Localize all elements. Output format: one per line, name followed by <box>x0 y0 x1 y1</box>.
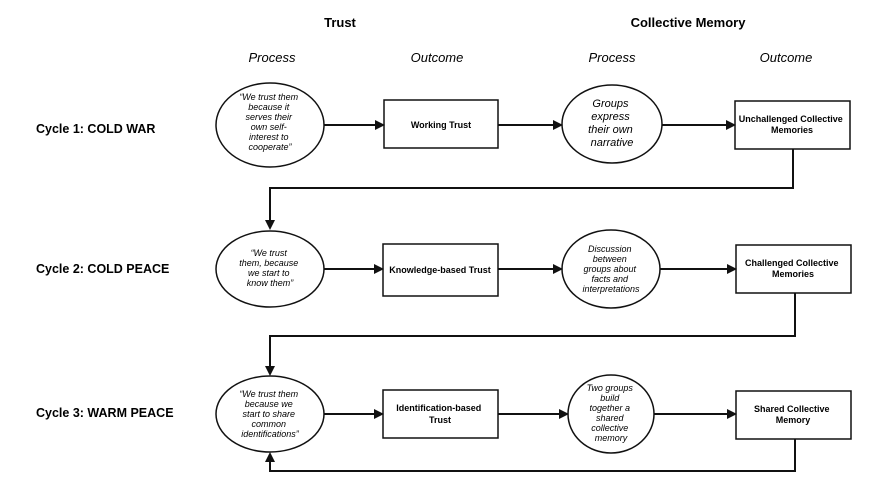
cycle-3-trust-process-text: “We trust them because we start to share… <box>239 389 300 439</box>
text-line: Two groups <box>587 383 634 393</box>
cycle-2-memory-outcome-text: Challenged Collective Memories <box>745 258 841 279</box>
cycle-3-memory-outcome-box <box>735 390 852 440</box>
text-line: know them” <box>247 278 295 288</box>
subheader-trust-outcome: Outcome <box>411 50 464 65</box>
text-line: Shared Collective <box>754 404 830 414</box>
text-line: we start to <box>248 268 290 278</box>
cycle-2-trust-process-text: “We trust them, because we start to know… <box>239 248 301 288</box>
text-line: memory <box>595 433 628 443</box>
text-line: Memory <box>776 415 811 425</box>
text-line: facts and <box>591 274 629 284</box>
text-line: start to share <box>242 409 295 419</box>
cycle-2-memory-process-text: Discussion between groups about facts an… <box>582 244 640 294</box>
cycle-3-memory-process-text: Two groups build together a shared colle… <box>587 383 636 443</box>
arrow-cycle-2-to-cycle-3 <box>265 293 796 376</box>
text-line: cooperate” <box>248 142 292 152</box>
cycle-1-label: Cycle 1: COLD WAR <box>36 122 155 136</box>
text-line: serves their <box>245 112 293 122</box>
text-line: “We trust them <box>239 389 298 399</box>
arrow-cycle-1-to-cycle-2 <box>265 149 794 230</box>
subheader-trust-process: Process <box>249 50 296 65</box>
text-line: Challenged Collective <box>745 258 839 268</box>
text-line: because we <box>245 399 293 409</box>
cycle-3-memory-outcome-text: Shared Collective Memory <box>754 404 832 425</box>
text-line: own self- <box>251 122 287 132</box>
text-line: identifications” <box>241 429 300 439</box>
header-trust: Trust <box>324 15 356 30</box>
text-line: “We trust <box>251 248 288 258</box>
cycle-2-memory-outcome-box <box>735 244 852 294</box>
text-line: shared <box>596 413 625 423</box>
cycle-2-label: Cycle 2: COLD PEACE <box>36 262 169 276</box>
text-line: Knowledge-based Trust <box>389 265 491 275</box>
text-line: them, because <box>239 258 298 268</box>
cycle-2-trust-outcome-box <box>382 243 499 297</box>
text-line: groups about <box>583 264 636 274</box>
cycle-1-memory-process-text: Groups express their own narrative <box>588 98 636 149</box>
subheader-memory-process: Process <box>589 50 636 65</box>
header-collective-memory: Collective Memory <box>631 15 747 30</box>
text-line: common <box>251 419 286 429</box>
text-line: Working Trust <box>411 120 471 130</box>
text-line: Unchallenged Collective <box>739 114 843 124</box>
text-line: Identification-based <box>396 403 481 413</box>
text-line: Memories <box>771 125 813 135</box>
text-line: narrative <box>591 137 634 149</box>
cycle-1-trust-outcome-text: Working Trust <box>411 120 471 130</box>
cycle-1-trust-outcome-box <box>383 99 499 149</box>
text-line: Trust <box>429 415 451 425</box>
cycle-3-trust-outcome-box <box>382 389 499 439</box>
text-line: express <box>591 111 630 123</box>
text-line: collective <box>591 423 628 433</box>
text-line: Memories <box>772 269 814 279</box>
cycle-3-label: Cycle 3: WARM PEACE <box>36 406 174 420</box>
text-line: “We trust them <box>239 92 298 102</box>
arrow-cycle-3-feedback-loop <box>265 439 796 472</box>
cycle-1-trust-process-text: “We trust them because it serves their o… <box>239 92 300 152</box>
cycle-1-memory-outcome-text: Unchallenged Collective Memories <box>739 114 846 135</box>
text-line: Discussion <box>588 244 632 254</box>
text-line: between <box>593 254 627 264</box>
text-line: because it <box>248 102 290 112</box>
text-line: Groups <box>592 98 629 110</box>
text-line: build <box>600 393 620 403</box>
text-line: their own <box>588 124 633 136</box>
text-line: interpretations <box>582 284 640 294</box>
cycle-3-trust-outcome-text: Identification-based Trust <box>396 403 484 425</box>
cycle-2-trust-outcome-text: Knowledge-based Trust <box>389 265 491 275</box>
text-line: interest to <box>249 132 289 142</box>
subheader-memory-outcome: Outcome <box>760 50 813 65</box>
text-line: together a <box>589 403 630 413</box>
